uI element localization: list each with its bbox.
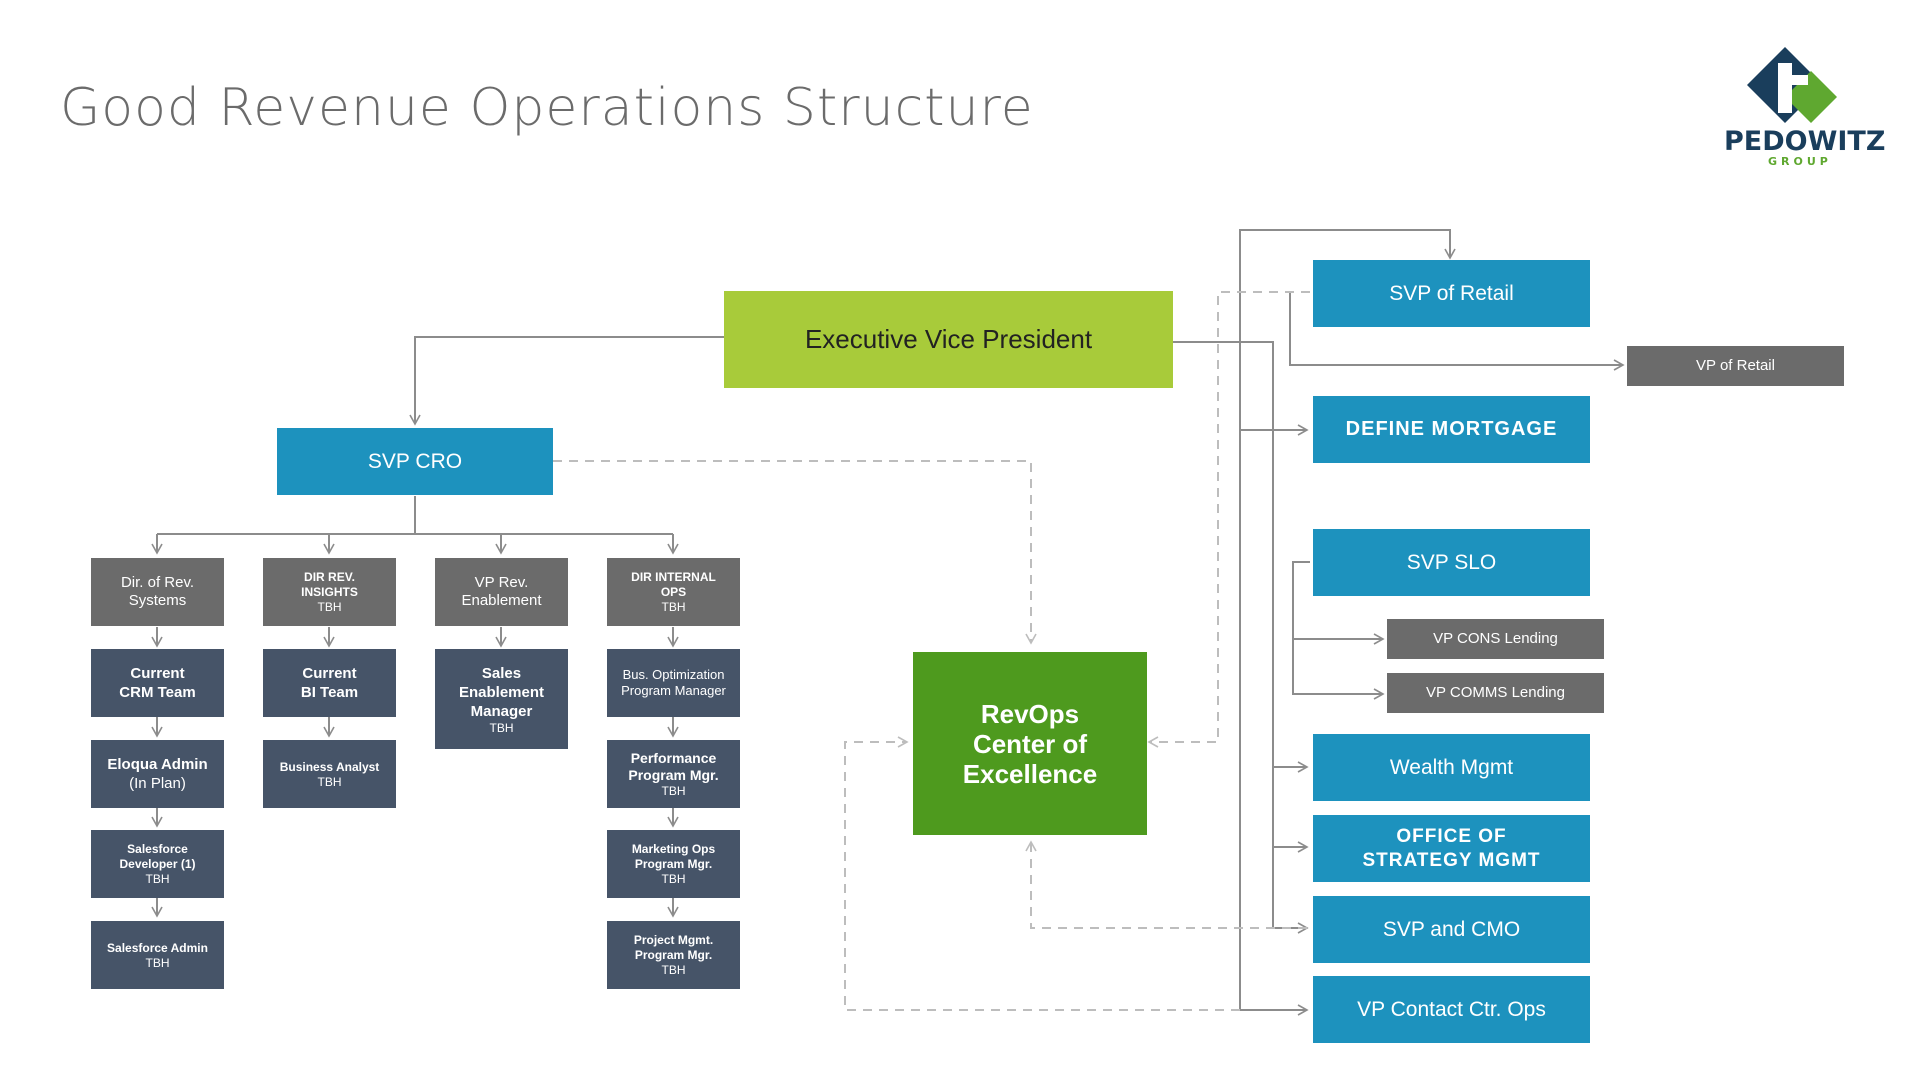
dir-internal-ops-box: DIR INTERNAL OPS TBH <box>607 558 740 626</box>
evp-box: Executive Vice President <box>724 291 1173 388</box>
define-mortgage-label: DEFINE MORTGAGE <box>1345 418 1558 440</box>
project-mgmt-box: Project Mgmt. Program Mgr. TBH <box>607 921 740 989</box>
sf-developer-note: TBH <box>145 872 170 886</box>
eloqua-admin-note: (In Plan) <box>129 775 186 792</box>
svp-slo-box: SVP SLO <box>1313 529 1590 596</box>
svp-cmo-box: SVP and CMO <box>1313 896 1590 963</box>
bus-optimization-label: Bus. Optimization Program Manager <box>621 667 726 698</box>
sf-developer-box: Salesforce Developer (1) TBH <box>91 830 224 898</box>
vp-comms-lending-label: VP COMMS Lending <box>1426 684 1565 701</box>
sf-admin-label: Salesforce Admin <box>107 940 208 955</box>
revops-coe-box: RevOps Center of Excellence <box>913 652 1147 835</box>
vp-retail-label: VP of Retail <box>1696 357 1775 374</box>
office-strategy-label: OFFICE OF STRATEGY MGMT <box>1362 825 1541 871</box>
bi-team-box: Current BI Team <box>263 649 396 717</box>
performance-mgr-box: Performance Program Mgr. TBH <box>607 740 740 808</box>
dir-internal-ops-note: TBH <box>661 600 686 614</box>
logo-wordmark: PEDOWITZ <box>1724 126 1886 157</box>
eloqua-admin-label: Eloqua Admin <box>107 756 208 773</box>
vp-retail-box: VP of Retail <box>1627 346 1844 386</box>
svp-cro-box: SVP CRO <box>277 428 553 495</box>
business-analyst-box: Business Analyst TBH <box>263 740 396 808</box>
vp-contact-center-label: VP Contact Ctr. Ops <box>1357 997 1546 1021</box>
crm-team-box: Current CRM Team <box>91 649 224 717</box>
pedowitz-logo-icon <box>1747 47 1837 123</box>
sf-admin-box: Salesforce Admin TBH <box>91 921 224 989</box>
svp-slo-label: SVP SLO <box>1406 550 1497 574</box>
svp-retail-box: SVP of Retail <box>1313 260 1590 327</box>
dir-rev-systems-box: Dir. of Rev. Systems <box>91 558 224 626</box>
marketing-ops-label: Marketing Ops Program Mgr. <box>631 842 716 871</box>
office-strategy-box: OFFICE OF STRATEGY MGMT <box>1313 815 1590 882</box>
wealth-mgmt-box: Wealth Mgmt <box>1313 734 1590 801</box>
dir-rev-insights-box: DIR REV. INSIGHTS TBH <box>263 558 396 626</box>
sf-developer-label: Salesforce Developer (1) <box>119 842 196 871</box>
svp-cro-label: SVP CRO <box>367 449 463 473</box>
logo-subtitle: GROUP <box>1768 155 1832 168</box>
dir-rev-systems-label: Dir. of Rev. Systems <box>120 574 195 609</box>
dir-rev-insights-note: TBH <box>317 600 342 614</box>
performance-mgr-note: TBH <box>661 784 686 798</box>
vp-contact-center-box: VP Contact Ctr. Ops <box>1313 976 1590 1043</box>
evp-label: Executive Vice President <box>804 324 1093 354</box>
eloqua-admin-box: Eloqua Admin (In Plan) <box>91 740 224 808</box>
wealth-mgmt-label: Wealth Mgmt <box>1389 755 1514 779</box>
marketing-ops-box: Marketing Ops Program Mgr. TBH <box>607 830 740 898</box>
sales-enablement-box: Sales Enablement Manager TBH <box>435 649 568 749</box>
crm-team-label: Current CRM Team <box>119 665 196 701</box>
vp-cons-lending-label: VP CONS Lending <box>1433 630 1558 647</box>
business-analyst-note: TBH <box>317 774 342 789</box>
bus-optimization-box: Bus. Optimization Program Manager <box>607 649 740 717</box>
vp-cons-lending-box: VP CONS Lending <box>1387 619 1604 659</box>
define-mortgage-box: DEFINE MORTGAGE <box>1313 396 1590 463</box>
svp-cmo-label: SVP and CMO <box>1382 917 1521 941</box>
vp-rev-enablement-label: VP Rev. Enablement <box>461 574 542 609</box>
revops-label: RevOps Center of Excellence <box>962 698 1098 789</box>
bi-team-label: Current BI Team <box>300 665 359 701</box>
sales-enablement-label: Sales Enablement Manager <box>458 664 545 720</box>
dir-rev-insights-label: DIR REV. INSIGHTS <box>301 570 358 599</box>
dir-internal-ops-label: DIR INTERNAL OPS <box>631 570 716 599</box>
vp-rev-enablement-box: VP Rev. Enablement <box>435 558 568 626</box>
svp-retail-label: SVP of Retail <box>1389 281 1514 305</box>
performance-mgr-label: Performance Program Mgr. <box>628 750 719 783</box>
marketing-ops-note: TBH <box>661 872 686 886</box>
sales-enablement-note: TBH <box>489 720 514 735</box>
sf-admin-note: TBH <box>145 955 170 970</box>
project-mgmt-label: Project Mgmt. Program Mgr. <box>633 933 714 962</box>
page-title: Good Revenue Operations Structure <box>60 78 1034 138</box>
vp-comms-lending-box: VP COMMS Lending <box>1387 673 1604 713</box>
project-mgmt-note: TBH <box>661 963 686 977</box>
business-analyst-label: Business Analyst <box>279 759 380 774</box>
